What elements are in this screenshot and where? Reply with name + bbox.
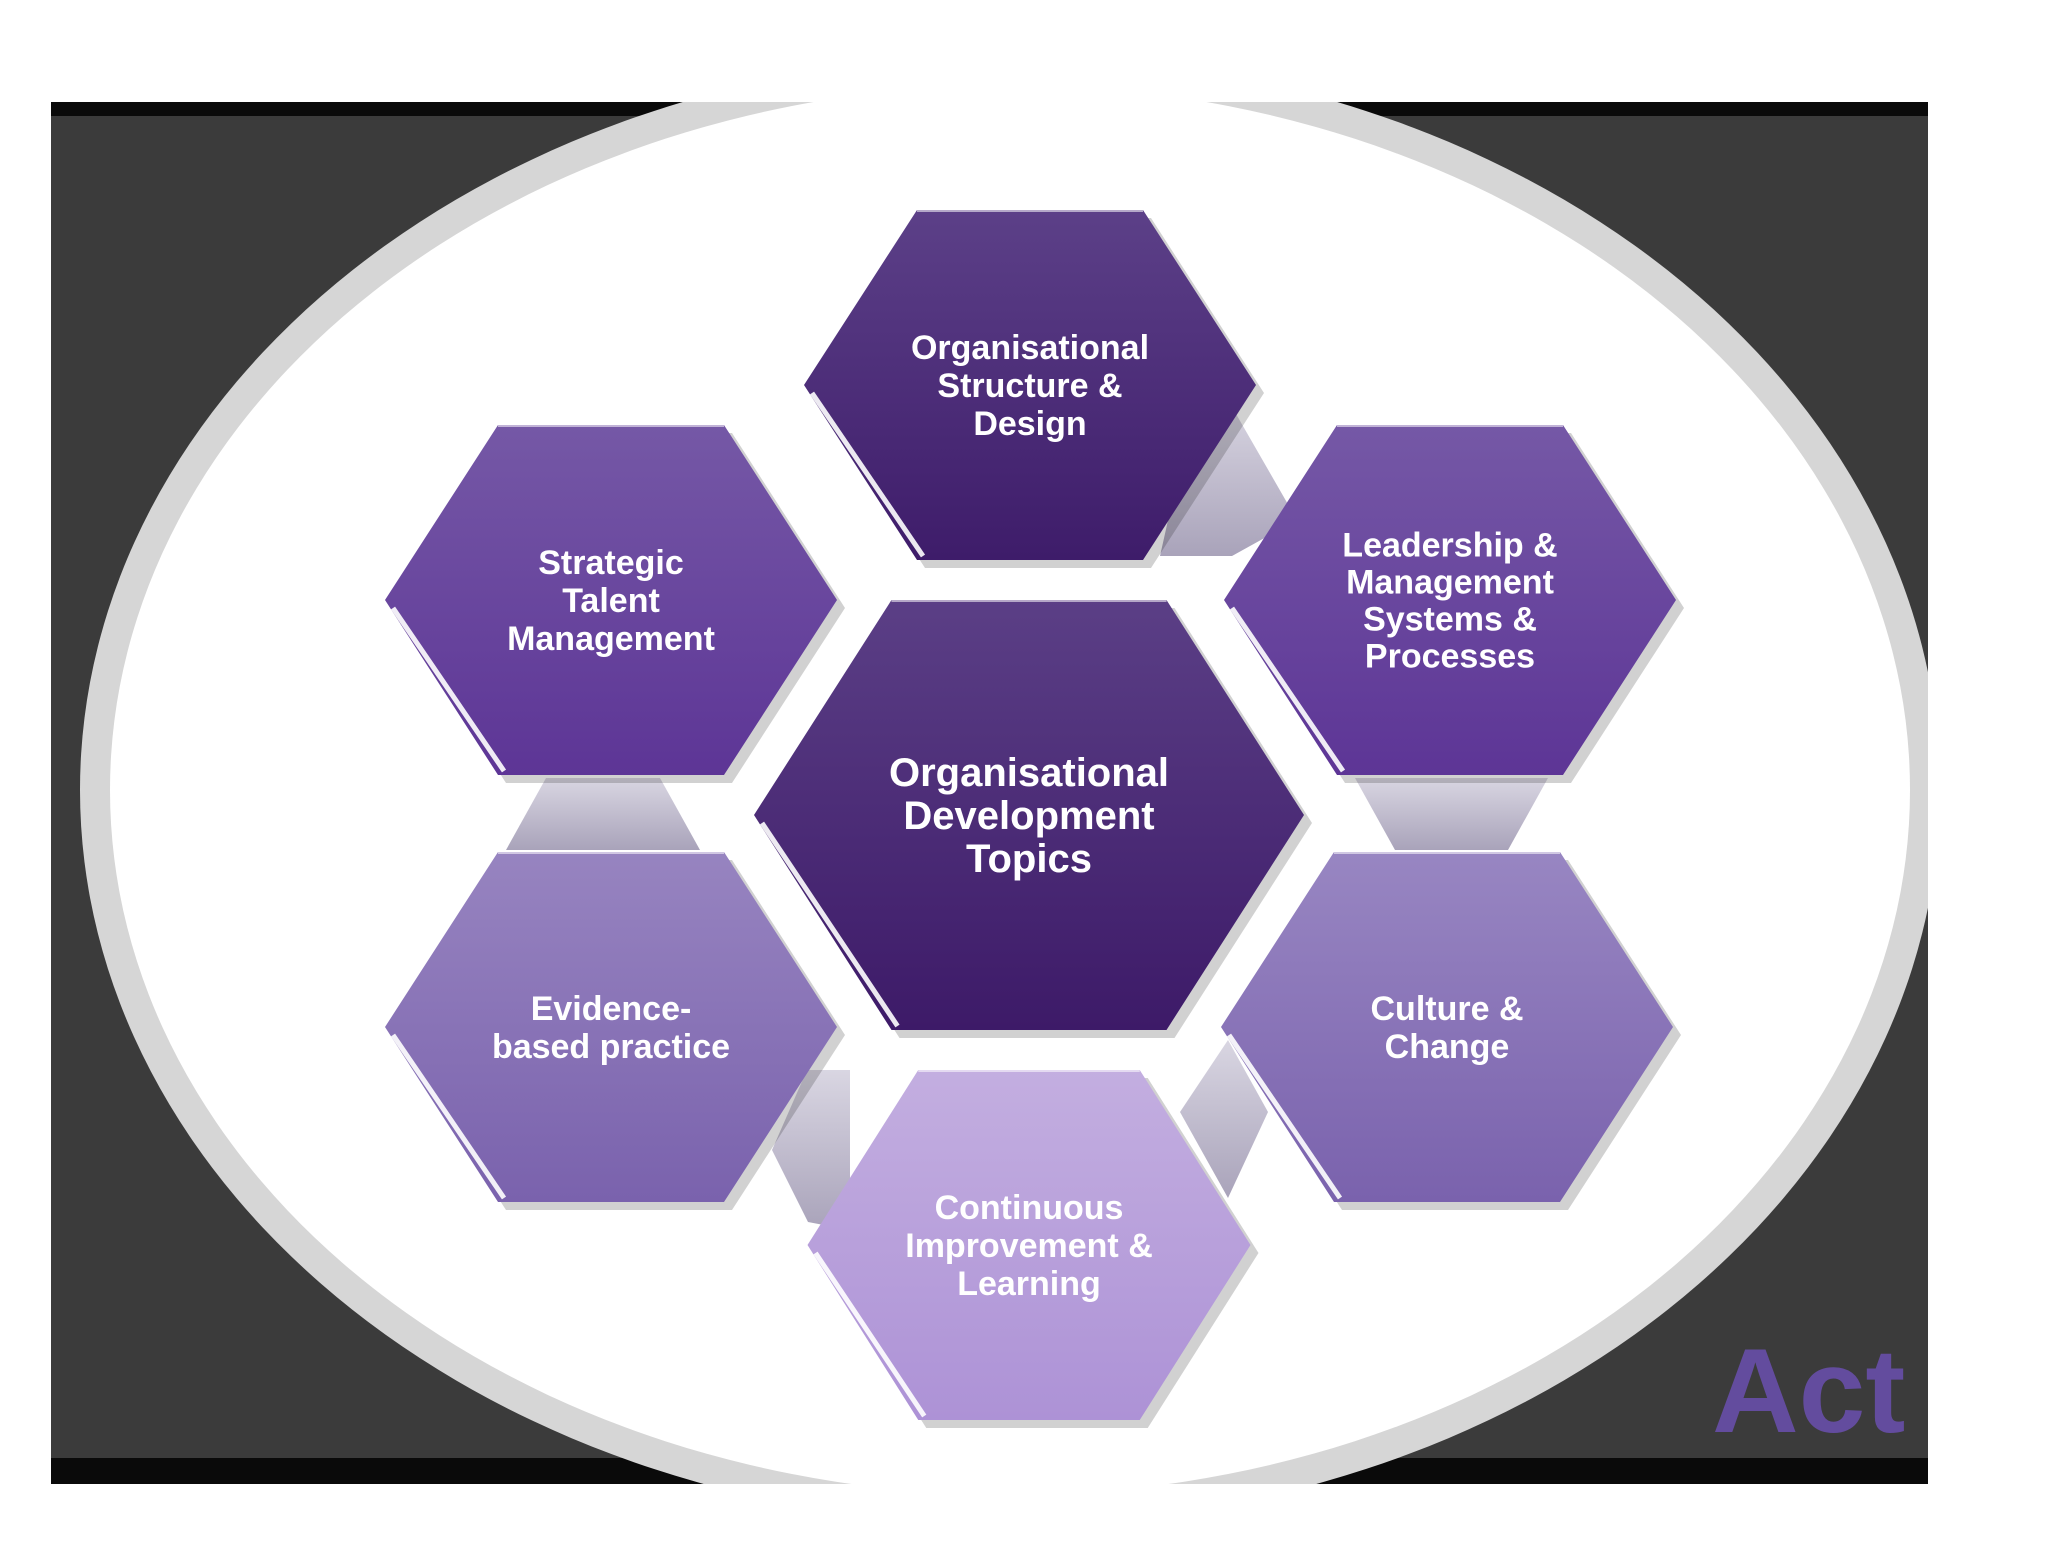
connector-culture-continuous [1180,1040,1268,1198]
hexagon-evidence: Evidence-based practice [385,850,845,1210]
hexagon-org-structure-label-line: Design [973,405,1086,443]
hexagon-evidence-edge-highlight [390,1033,507,1200]
hexagon-leadership-label-line: Leadership & [1342,526,1557,564]
hexagon-org-structure-shape [804,210,1256,560]
hexagon-continuous-edge-highlight [813,1251,927,1418]
hexagon-org-structure-label-line: Structure & [937,367,1122,405]
hexagon-center-label-line: Development [903,794,1154,838]
hexagon-leadership-shape [1224,425,1676,775]
hexagon-continuous-label-line: Learning [957,1265,1101,1303]
connector-leadership-culture [1355,778,1548,850]
hexagon-org-structure-label-line: Organisational [911,329,1149,367]
hexagon-leadership-edge-highlight [1229,606,1346,773]
hexagon-talent-shape [385,425,837,775]
hexagon-culture-edge-highlight [1226,1033,1343,1200]
connector-bands [506,400,1548,1230]
hexagon-leadership-label-line: Systems & [1363,600,1537,638]
hexagon-talent-label-line: Management [507,620,715,658]
hexagon-evidence-label-line: based practice [492,1028,730,1066]
hexagon-org-structure-edge-highlight [809,391,926,558]
hexagon-talent-label-line: Talent [562,582,660,620]
hexagon-culture: Culture &Change [1221,850,1681,1210]
hexagon-culture-label-line: Change [1385,1028,1510,1066]
hexagon-continuous-label-line: Improvement & [905,1227,1153,1265]
hexagon-evidence-shape [385,852,837,1202]
hexagon-center-edge-highlight [759,821,900,1028]
hexagon-talent-label-line: Strategic [538,544,684,582]
hexagon-continuous-shape [807,1070,1251,1420]
hexagon-leadership-label-line: Processes [1365,637,1535,675]
hexagon-culture-shape [1221,852,1673,1202]
hexagon-leadership-label-line: Management [1346,563,1554,601]
hexagon-center-label-line: Organisational [889,751,1169,795]
watermark-logo: Act [1712,1324,1905,1458]
hexagon-evidence-label-line: Evidence- [531,990,692,1028]
connector-continuous-evidence [772,1070,850,1230]
hexagon-talent-edge-highlight [390,606,507,773]
hexagon-center-label-line: Topics [966,837,1092,881]
hexagon-center-shape [754,600,1304,1030]
hexagon-culture-label-line: Culture & [1371,990,1524,1028]
hexagon-continuous-label-line: Continuous [935,1189,1124,1227]
connector-evidence-talent [506,778,700,850]
